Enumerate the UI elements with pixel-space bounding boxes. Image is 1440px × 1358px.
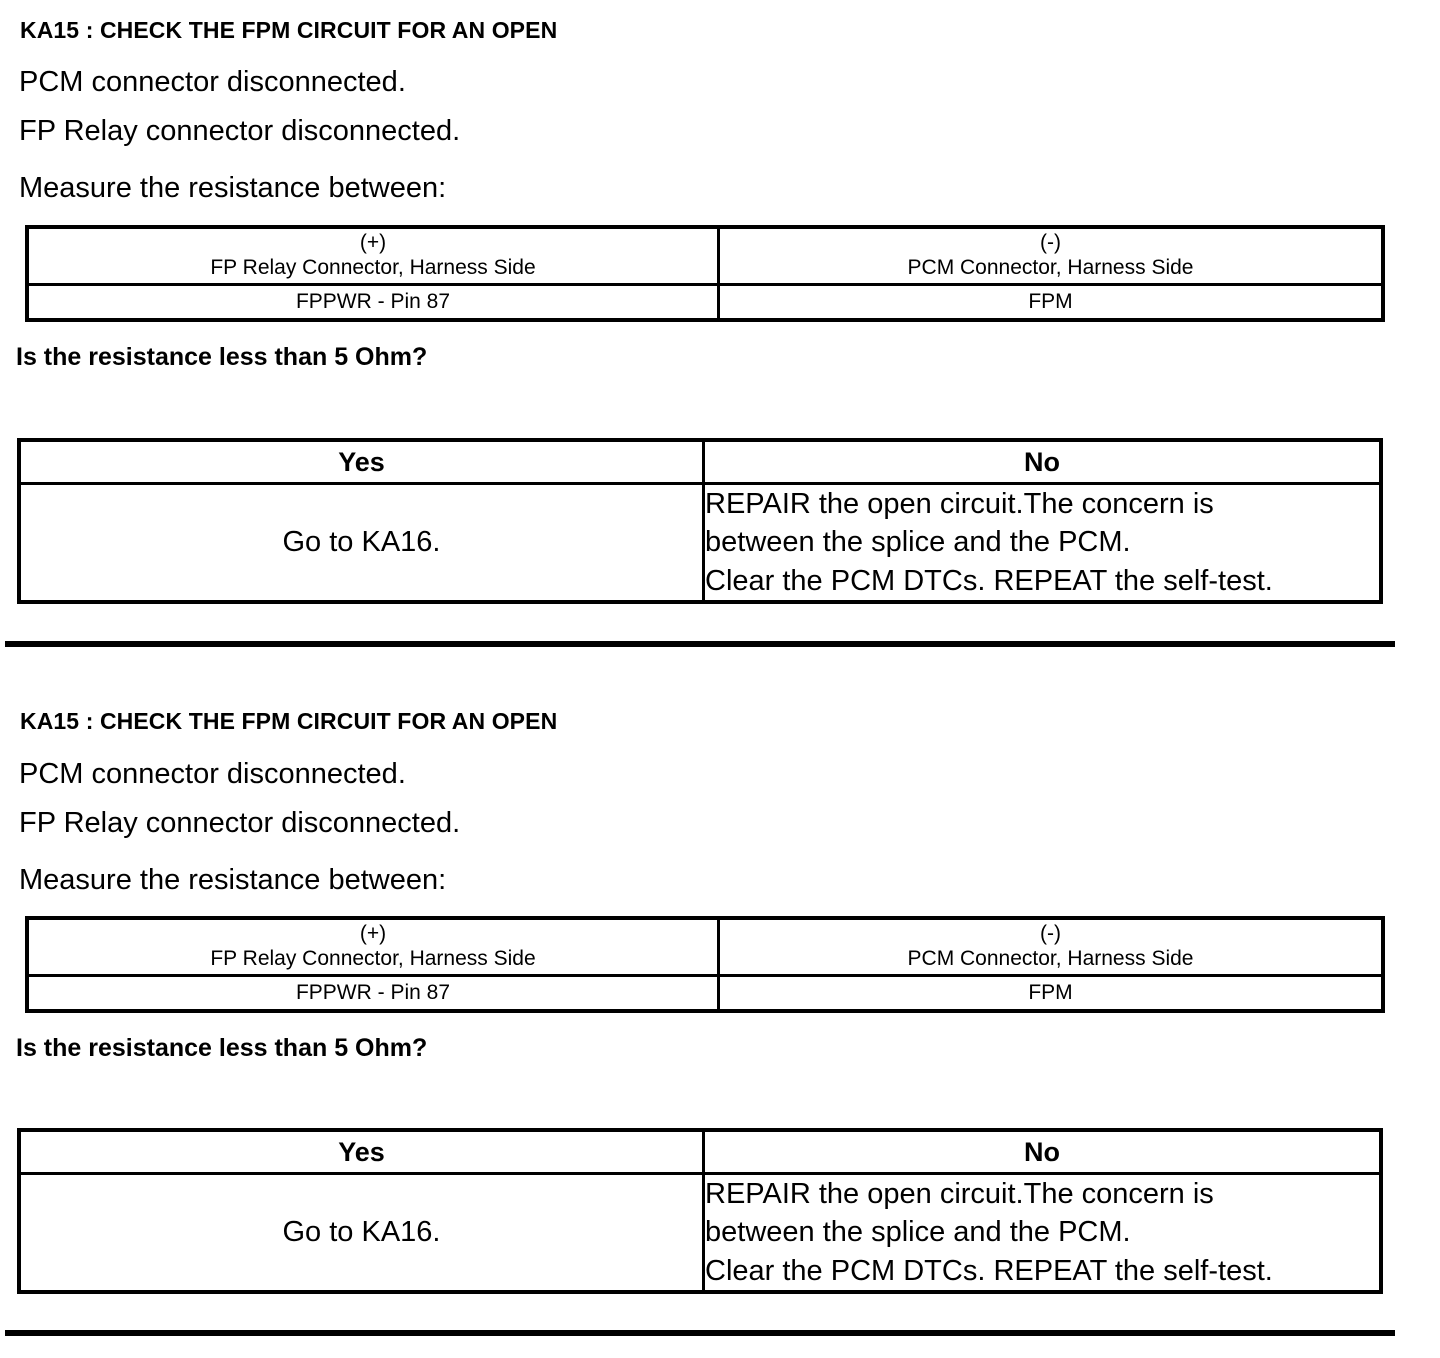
negative-connector: PCM Connector, Harness Side [907, 256, 1194, 279]
measurement-table: (+) FP Relay Connector, Harness Side (-)… [25, 916, 1385, 1013]
answer-no-line: between the splice and the PCM. [705, 1216, 1131, 1249]
answer-no-action: REPAIR the open circuit.The concern is b… [702, 1171, 1383, 1294]
positive-pin: FPPWR - Pin 87 [25, 974, 720, 1013]
table-row: FPPWR - Pin 87 FPM [25, 283, 1385, 322]
measurement-negative-header: (-) PCM Connector, Harness Side [717, 916, 1385, 977]
answer-no-line: Clear the PCM DTCs. REPEAT the self-test… [705, 1254, 1273, 1287]
positive-sign: (+) [359, 922, 387, 946]
measure-instruction: Measure the resistance between: [19, 172, 447, 204]
section-divider [5, 1330, 1395, 1336]
table-row: (+) FP Relay Connector, Harness Side (-)… [25, 916, 1385, 977]
answer-table: Yes No Go to KA16. REPAIR the open circu… [17, 1128, 1383, 1294]
measure-instruction: Measure the resistance between: [19, 864, 447, 896]
answer-header-yes: Yes [17, 438, 705, 485]
measurement-positive-header: (+) FP Relay Connector, Harness Side [25, 916, 720, 977]
answer-header-yes: Yes [17, 1128, 705, 1175]
condition-line: PCM connector disconnected. [19, 758, 406, 790]
measurement-table: (+) FP Relay Connector, Harness Side (-)… [25, 225, 1385, 322]
negative-pin: FPM [717, 974, 1385, 1013]
answer-no-action: REPAIR the open circuit.The concern is b… [702, 481, 1383, 604]
answer-header-no: No [702, 438, 1383, 485]
answer-table: Yes No Go to KA16. REPAIR the open circu… [17, 438, 1383, 604]
answer-no-line: Clear the PCM DTCs. REPEAT the self-test… [705, 564, 1273, 597]
step-title: KA15 : CHECK THE FPM CIRCUIT FOR AN OPEN [20, 708, 558, 734]
condition-line: FP Relay connector disconnected. [19, 807, 461, 839]
table-row: Yes No [17, 438, 1383, 485]
table-row: (+) FP Relay Connector, Harness Side (-)… [25, 225, 1385, 286]
table-row: Go to KA16. REPAIR the open circuit.The … [17, 1171, 1383, 1294]
negative-sign: (-) [1040, 231, 1061, 255]
answer-no-line: between the splice and the PCM. [705, 526, 1131, 559]
answer-yes-action: Go to KA16. [17, 1171, 705, 1294]
negative-connector: PCM Connector, Harness Side [907, 947, 1194, 970]
table-row: Yes No [17, 1128, 1383, 1175]
decision-question: Is the resistance less than 5 Ohm? [16, 1034, 428, 1062]
answer-no-line: REPAIR the open circuit.The concern is [705, 488, 1214, 520]
answer-no-line: REPAIR the open circuit.The concern is [705, 1178, 1214, 1210]
condition-line: FP Relay connector disconnected. [19, 115, 461, 147]
negative-sign: (-) [1040, 922, 1061, 946]
measurement-negative-header: (-) PCM Connector, Harness Side [717, 225, 1385, 286]
table-row: FPPWR - Pin 87 FPM [25, 974, 1385, 1013]
positive-connector: FP Relay Connector, Harness Side [210, 947, 536, 970]
negative-pin: FPM [717, 283, 1385, 322]
answer-header-no: No [702, 1128, 1383, 1175]
answer-yes-action: Go to KA16. [17, 481, 705, 604]
section-divider [5, 641, 1395, 647]
table-row: Go to KA16. REPAIR the open circuit.The … [17, 481, 1383, 604]
decision-question: Is the resistance less than 5 Ohm? [16, 343, 428, 371]
step-title: KA15 : CHECK THE FPM CIRCUIT FOR AN OPEN [20, 17, 558, 43]
positive-connector: FP Relay Connector, Harness Side [210, 256, 536, 279]
positive-pin: FPPWR - Pin 87 [25, 283, 720, 322]
measurement-positive-header: (+) FP Relay Connector, Harness Side [25, 225, 720, 286]
condition-line: PCM connector disconnected. [19, 66, 406, 98]
positive-sign: (+) [359, 231, 387, 255]
